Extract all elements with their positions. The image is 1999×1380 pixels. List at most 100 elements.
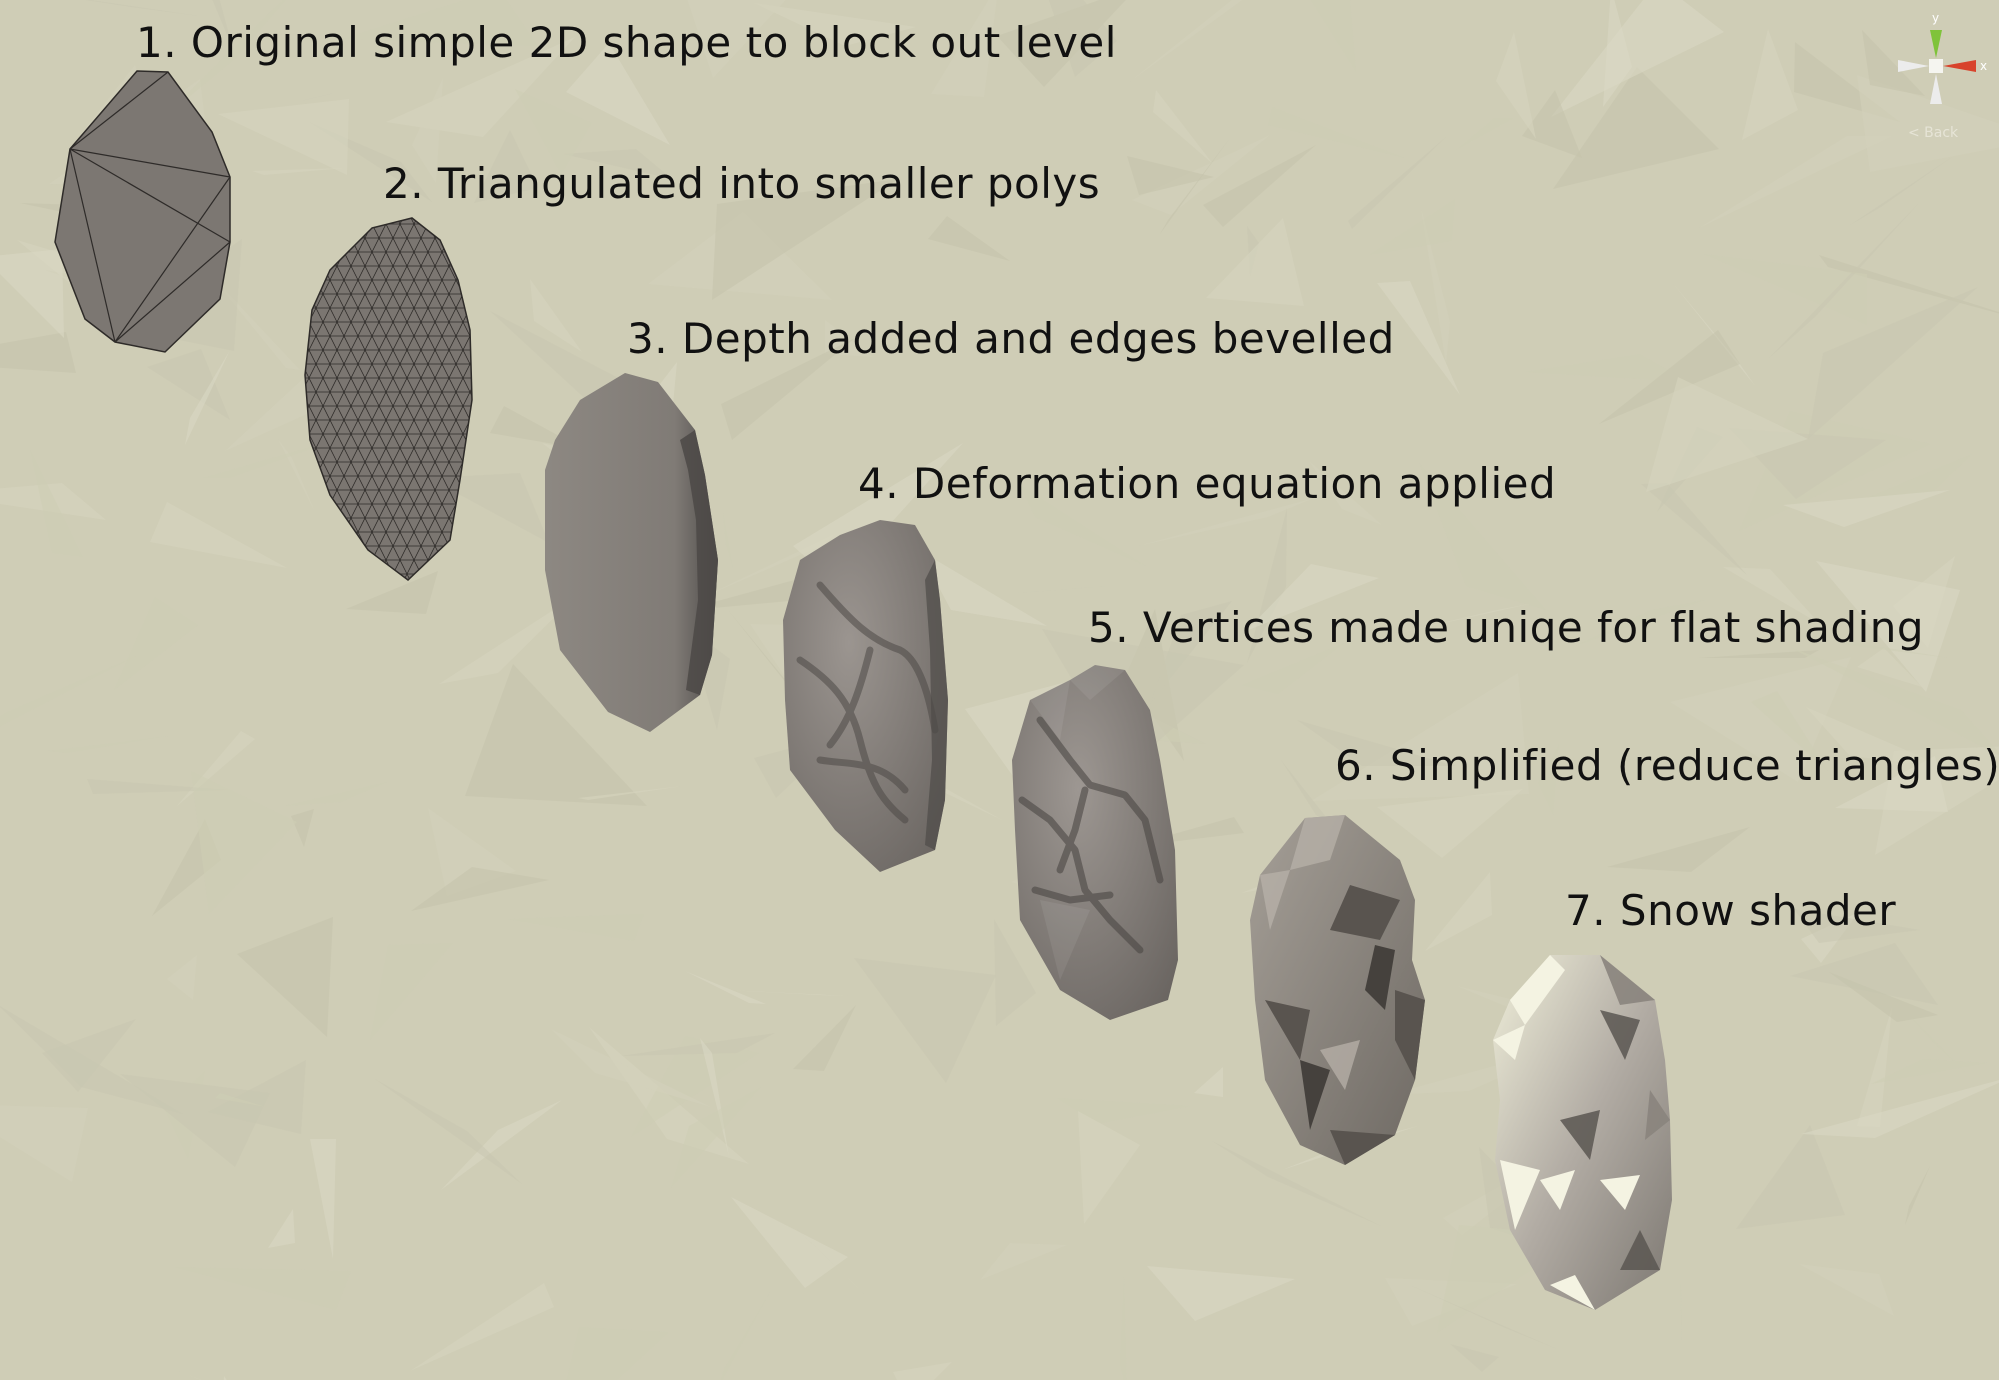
mesh-triangle bbox=[322, 237, 338, 253]
mesh-triangle bbox=[434, 265, 450, 281]
terrain-facet bbox=[1194, 1067, 1223, 1097]
mesh-triangle bbox=[448, 461, 464, 477]
terrain-facet bbox=[515, 89, 592, 175]
terrain-facet bbox=[1525, 354, 1688, 382]
mesh-triangle bbox=[462, 545, 472, 561]
mesh-triangle bbox=[434, 433, 450, 449]
terrain-facet bbox=[223, 1376, 227, 1380]
mesh-triangle bbox=[336, 265, 352, 281]
mesh-triangle bbox=[378, 349, 394, 365]
mesh-triangle bbox=[427, 363, 443, 379]
step-3-label: 3. Depth added and edges bevelled bbox=[627, 314, 1395, 363]
mesh-triangle bbox=[315, 559, 331, 575]
mesh-triangle bbox=[434, 218, 450, 225]
rock-1-blockout[interactable] bbox=[54, 70, 231, 353]
terrain-facet bbox=[1348, 137, 1446, 229]
mesh-triangle bbox=[350, 265, 366, 281]
mesh-triangle bbox=[399, 475, 415, 491]
scene-orientation-gizmo-icon[interactable] bbox=[1880, 8, 1995, 143]
terrain-facet bbox=[215, 1093, 266, 1107]
terrain-facet bbox=[147, 349, 230, 420]
rock-3-bevelled[interactable] bbox=[545, 373, 718, 732]
mesh-triangle bbox=[477, 378, 491, 392]
mesh-triangle bbox=[322, 573, 338, 580]
mesh-triangle bbox=[336, 545, 352, 561]
rock-4-deformed[interactable] bbox=[783, 520, 948, 872]
scene-orientation-gizmo[interactable]: y x < Back bbox=[1880, 8, 1995, 143]
mesh-triangle bbox=[406, 321, 422, 337]
terrain-facet bbox=[1806, 707, 1945, 767]
terrain-facet bbox=[1857, 1007, 1892, 1127]
mesh-triangle bbox=[413, 447, 429, 463]
mesh-triangle bbox=[305, 503, 317, 519]
mesh-triangle bbox=[441, 559, 457, 575]
mesh-triangle bbox=[305, 265, 310, 281]
terrain-facet bbox=[1311, 673, 1529, 801]
mesh-triangle bbox=[420, 237, 436, 253]
mesh-triangle bbox=[462, 237, 472, 253]
terrain-facet bbox=[685, 971, 766, 1004]
mesh-triangle bbox=[470, 588, 484, 602]
mesh-triangle bbox=[330, 588, 344, 602]
terrain-facet bbox=[1871, 1059, 1987, 1084]
terrain-facet bbox=[191, 771, 297, 914]
mesh-triangle bbox=[329, 279, 345, 295]
mesh-triangle bbox=[413, 531, 429, 547]
mesh-triangle bbox=[322, 293, 338, 309]
mesh-triangle bbox=[350, 573, 366, 580]
rock-7-snow-shader[interactable] bbox=[1493, 955, 1672, 1310]
terrain-facet bbox=[1425, 872, 1492, 951]
mesh-triangle bbox=[343, 391, 359, 407]
mesh-triangle bbox=[364, 433, 380, 449]
terrain-facet bbox=[1837, 640, 1950, 658]
mesh-triangle bbox=[305, 363, 317, 379]
terrain-facet bbox=[720, 1292, 770, 1380]
mesh-triangle bbox=[477, 210, 491, 224]
mesh-triangle bbox=[378, 265, 394, 281]
mesh-triangle bbox=[399, 307, 415, 323]
mesh-triangle bbox=[343, 279, 359, 295]
mesh-triangle bbox=[378, 489, 394, 505]
mesh-triangle bbox=[406, 433, 422, 449]
mesh-triangle bbox=[427, 335, 443, 351]
terrain-facet bbox=[1128, 0, 1243, 83]
mesh-triangle bbox=[308, 218, 324, 225]
mesh-triangle bbox=[456, 588, 470, 602]
terrain-facet bbox=[1575, 600, 1705, 646]
mesh-triangle bbox=[350, 461, 366, 477]
rock-2-triangulated[interactable] bbox=[295, 210, 498, 602]
mesh-triangle bbox=[399, 335, 415, 351]
mesh-triangle bbox=[484, 448, 498, 462]
gizmo-back-label[interactable]: < Back bbox=[1908, 125, 1959, 141]
terrain-facet bbox=[114, 597, 198, 690]
terrain-facet bbox=[1419, 463, 1546, 610]
rock-5-flat-shaded[interactable] bbox=[1012, 665, 1178, 1020]
mesh-triangle bbox=[434, 461, 450, 477]
mesh-triangle bbox=[448, 218, 464, 225]
rock-6-simplified[interactable] bbox=[1250, 815, 1425, 1165]
mesh-triangle bbox=[343, 251, 359, 267]
terrain-facet bbox=[1699, 136, 1892, 228]
terrain-facet bbox=[631, 1036, 759, 1137]
mesh-triangle bbox=[484, 392, 498, 406]
terrain-facet bbox=[1680, 1282, 1682, 1340]
mesh-triangle bbox=[427, 559, 443, 575]
terrain-facet bbox=[1789, 647, 1999, 756]
mesh-triangle bbox=[336, 433, 352, 449]
mesh-triangle bbox=[413, 279, 429, 295]
terrain-facet bbox=[1206, 218, 1304, 306]
mesh-triangle bbox=[448, 405, 464, 421]
terrain-facet bbox=[1699, 650, 1819, 658]
terrain-facet bbox=[1310, 0, 1356, 72]
terrain-facet bbox=[1801, 1080, 1999, 1138]
mesh-triangle bbox=[385, 363, 401, 379]
mesh-triangle bbox=[364, 237, 380, 253]
terrain-facet bbox=[291, 809, 314, 847]
mesh-triangle bbox=[371, 335, 387, 351]
terrain-facet bbox=[893, 1362, 952, 1380]
mesh-triangle bbox=[406, 517, 422, 533]
terrain-facet bbox=[1120, 1277, 1127, 1380]
mesh-triangle bbox=[308, 489, 324, 505]
mesh-triangle bbox=[329, 391, 345, 407]
